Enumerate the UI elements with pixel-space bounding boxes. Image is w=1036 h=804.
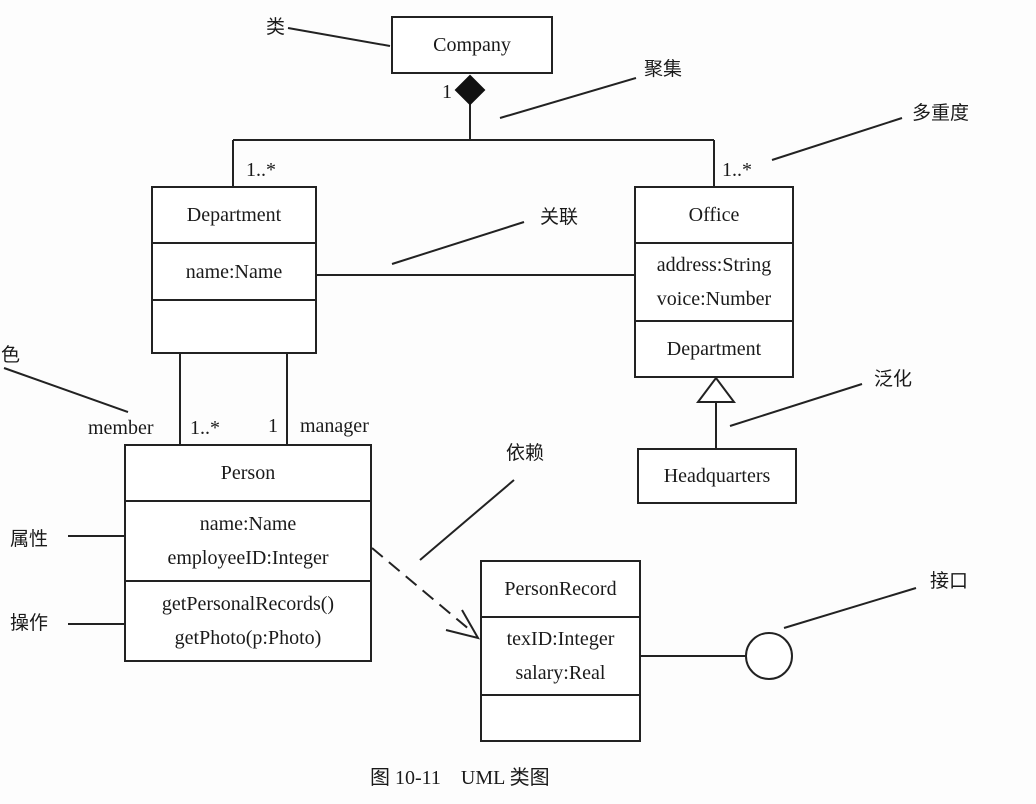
aggregation-annotation: 聚集 (644, 58, 683, 80)
department-class: Department name:Name (151, 186, 317, 354)
aggregation-diamond (454, 74, 486, 106)
interface-circle (745, 632, 793, 680)
attribute: voice:Number (656, 288, 772, 310)
class-annotation: 类 (266, 16, 286, 38)
attribute: employeeID:Integer (167, 547, 329, 569)
department-attributes: name:Name (153, 244, 315, 301)
aggregation-pointer (499, 77, 637, 119)
role-pointer (3, 367, 129, 413)
operation-annotation: 操作 (10, 612, 49, 634)
role-annotation: 角色 (0, 344, 21, 366)
attribute: texID:Integer (506, 628, 615, 650)
person-record-name-compartment: PersonRecord (482, 562, 639, 618)
office-name-compartment: Office (636, 188, 792, 244)
association-annotation: 关联 (540, 206, 579, 228)
class-name: PersonRecord (504, 578, 617, 600)
office-operations: Department (636, 322, 792, 376)
multiplicity-pointer (771, 117, 903, 161)
class-name: Person (220, 462, 276, 484)
department-name-compartment: Department (153, 188, 315, 244)
headquarters-name-compartment: Headquarters (639, 450, 795, 502)
attribute: name:Name (199, 513, 297, 535)
attribute: address:String (656, 254, 772, 276)
company-class: Company (391, 16, 553, 74)
person-operations: getPersonalRecords() getPhoto(p:Photo) (126, 582, 370, 660)
interface-pointer (783, 587, 917, 629)
person-class: Person name:Name employeeID:Integer getP… (124, 444, 372, 662)
member-multiplicity: 1..* (190, 417, 220, 439)
person-attributes: name:Name employeeID:Integer (126, 502, 370, 582)
class-name: Office (688, 204, 740, 226)
office-class: Office address:String voice:Number Depar… (634, 186, 794, 378)
generalization-annotation: 泛化 (874, 368, 913, 390)
operation: getPhoto(p:Photo) (174, 627, 322, 649)
dependency-pointer (419, 479, 515, 561)
operation: getPersonalRecords() (161, 593, 335, 615)
manager-multiplicity: 1 (268, 415, 278, 437)
manager-role: manager (300, 415, 369, 437)
class-name: Department (186, 204, 282, 226)
class-pointer (287, 27, 391, 47)
company-name-compartment: Company (393, 18, 551, 72)
person-record-operations (482, 696, 639, 740)
attribute: name:Name (185, 260, 283, 283)
office-multiplicity: 1..* (722, 159, 752, 181)
class-name: Headquarters (663, 465, 771, 487)
operation: Department (666, 338, 762, 360)
headquarters-class: Headquarters (637, 448, 797, 504)
member-role: member (88, 417, 154, 439)
attribute-annotation: 属性 (10, 528, 49, 550)
attribute: salary:Real (515, 662, 606, 684)
person-record-attributes: texID:Integer salary:Real (482, 618, 639, 696)
department-operations (153, 301, 315, 352)
generalization-pointer (729, 383, 863, 427)
multiplicity-annotation: 多重度 (912, 102, 970, 124)
department-multiplicity: 1..* (246, 159, 276, 181)
interface-annotation: 接口 (930, 570, 969, 592)
dependency-annotation: 依赖 (506, 442, 545, 464)
generalization-triangle (696, 376, 736, 403)
person-name-compartment: Person (126, 446, 370, 502)
dependency-arrowhead (445, 609, 481, 640)
person-record-class: PersonRecord texID:Integer salary:Real (480, 560, 641, 742)
association-pointer (391, 221, 525, 265)
office-attributes: address:String voice:Number (636, 244, 792, 322)
company-multiplicity: 1 (442, 81, 452, 103)
figure-caption: 图 10-11 UML 类图 (370, 767, 550, 789)
class-name: Company (433, 34, 511, 56)
